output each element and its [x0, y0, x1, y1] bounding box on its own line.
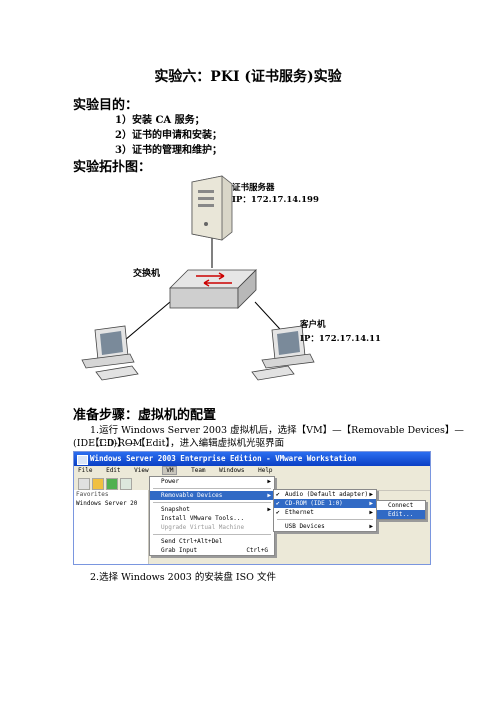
- grab-shortcut: Ctrl+G: [246, 547, 268, 554]
- link-switch-pc: [124, 301, 171, 341]
- menu-view[interactable]: View: [134, 467, 149, 474]
- document-title: 实验六：PKI (证书服务)实验: [154, 69, 342, 85]
- cdrom-edit[interactable]: Edit...: [377, 510, 425, 519]
- check-icon: ✔: [276, 509, 280, 516]
- menu-team[interactable]: Team: [191, 467, 206, 474]
- menu-vm[interactable]: VM: [162, 466, 178, 475]
- check-icon: ✔: [276, 500, 280, 507]
- submenu-arrow-icon: ▶: [369, 500, 373, 507]
- client-pc-icon: [251, 325, 315, 381]
- vm-menu-snapshot[interactable]: Snapshot▶: [161, 506, 271, 513]
- step2: 2.选择 Windows 2003 的安装盘 ISO 文件: [90, 572, 276, 583]
- cdrom-connect[interactable]: Connect: [388, 502, 414, 509]
- favorites-vm-item[interactable]: Windows Server 20: [76, 500, 138, 507]
- switch-icon: [169, 269, 257, 309]
- menu-help[interactable]: Help: [258, 467, 273, 474]
- submenu-arrow-icon: ▶: [369, 523, 373, 530]
- step1-line2: (IDE 1:0)】—【Edit】，进入编辑虚拟机光驱界面: [73, 438, 285, 449]
- favorites-panel: Favorites Windows Server 20: [74, 490, 149, 564]
- client-ip: IP：172.17.14.11: [300, 334, 381, 344]
- switch-label: 交换机: [133, 267, 160, 279]
- device-cdrom[interactable]: ✔CD-ROM (IDE 1:0)▶: [274, 499, 376, 508]
- menubar: File Edit View VM Team Windows Help: [74, 466, 430, 476]
- goal-item: 1）安装 CA 服务；: [115, 115, 205, 126]
- client-label: 客户机: [299, 319, 326, 330]
- server-icon: [191, 175, 233, 241]
- goal-list: 1）安装 CA 服务； 2）证书的申请和安装； 3）证书的管理和维护；: [115, 113, 222, 158]
- check-icon: ✔: [276, 491, 280, 498]
- submenu-arrow-icon: ▶: [267, 506, 271, 513]
- server-label: 证书服务器: [232, 182, 275, 193]
- step1-line1: 1.运行 Windows Server 2003 虚拟机后，选择【VM】—【Re…: [90, 425, 464, 449]
- vm-menu-send-ctrl-alt-del[interactable]: Send Ctrl+Alt+Del: [161, 538, 223, 545]
- prep-heading: 准备步骤：虚拟机的配置: [73, 408, 217, 423]
- device-usb[interactable]: USB Devices▶: [285, 523, 373, 530]
- pc-icon: [81, 325, 139, 381]
- menu-windows[interactable]: Windows: [219, 467, 245, 474]
- menu-file[interactable]: File: [78, 467, 93, 474]
- submenu-arrow-icon: ▶: [369, 509, 373, 516]
- topology-diagram: 证书服务器 IP：172.17.14.199 交换机 客户机 IP：172.17…: [81, 175, 381, 381]
- device-ethernet[interactable]: ✔Ethernet▶: [276, 509, 373, 516]
- removable-devices-submenu: ✔Audio (Default adapter)▶ ✔CD-ROM (IDE 1…: [273, 489, 377, 532]
- device-audio[interactable]: ✔Audio (Default adapter)▶: [276, 491, 373, 498]
- stop-icon[interactable]: [78, 478, 90, 490]
- vm-menu-upgrade: Upgrade Virtual Machine: [161, 524, 245, 531]
- vm-menu-removable-devices[interactable]: Removable Devices▶: [150, 491, 274, 500]
- pause-icon[interactable]: [92, 478, 104, 490]
- submenu-arrow-icon: ▶: [369, 491, 373, 498]
- vm-menu-install-tools[interactable]: Install VMware Tools...: [161, 515, 245, 522]
- vm-menu: Power▶ Removable Devices▶ Snapshot▶ Inst…: [149, 476, 275, 556]
- window-titlebar: Windows Server 2003 Enterprise Edition -…: [74, 452, 430, 466]
- menu-edit[interactable]: Edit: [106, 467, 121, 474]
- server-ip: IP：172.17.14.199: [232, 195, 319, 205]
- cdrom-submenu: Connect Edit...: [376, 500, 426, 520]
- goal-item: 3）证书的管理和维护；: [115, 145, 222, 156]
- goal-heading: 实验目的：: [73, 98, 139, 113]
- window-title: Windows Server 2003 Enterprise Edition -…: [90, 454, 357, 463]
- vmware-screenshot: Windows Server 2003 Enterprise Edition -…: [73, 451, 431, 565]
- vm-menu-power[interactable]: Power▶: [161, 478, 271, 485]
- goal-item: 2）证书的申请和安装；: [115, 130, 222, 141]
- refresh-icon[interactable]: [120, 478, 132, 490]
- submenu-arrow-icon: ▶: [267, 478, 271, 485]
- topology-heading: 实验拓扑图：: [73, 160, 152, 175]
- play-icon[interactable]: [106, 478, 118, 490]
- favorites-label: Favorites: [76, 491, 109, 498]
- submenu-arrow-icon: ▶: [267, 492, 271, 499]
- vmware-app-icon: [77, 455, 88, 465]
